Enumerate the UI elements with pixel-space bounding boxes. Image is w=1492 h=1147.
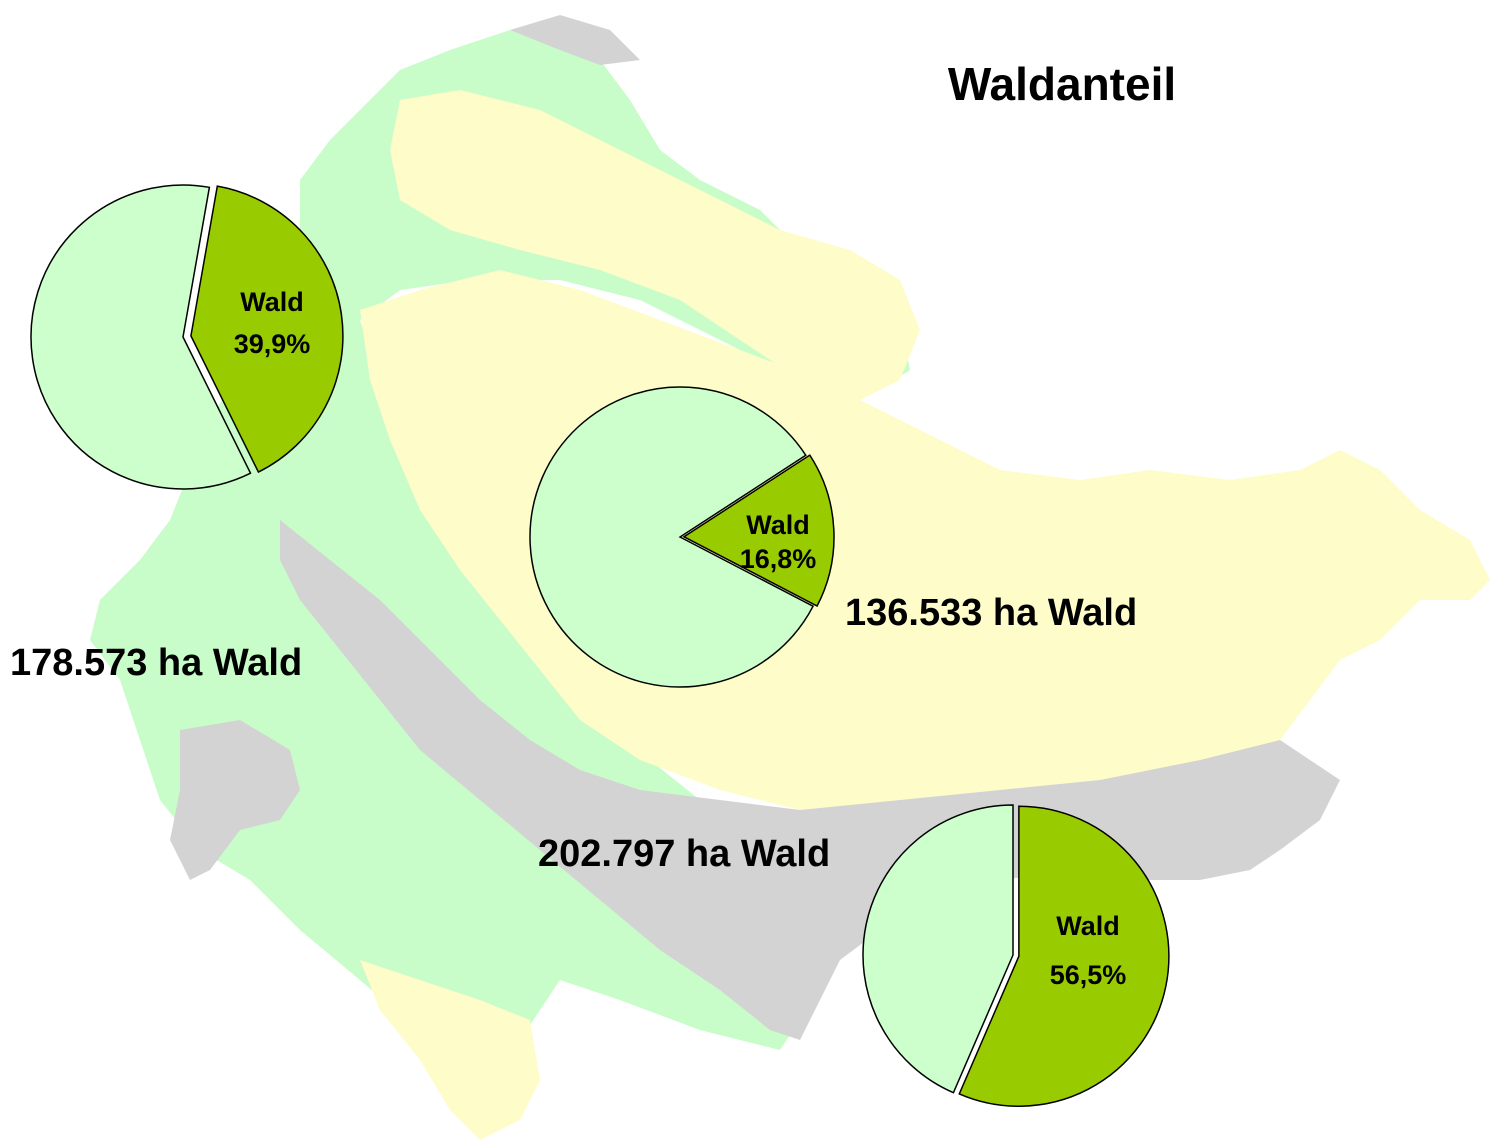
region-south-tail bbox=[360, 960, 540, 1140]
pie-label-percent: 16,8% bbox=[740, 544, 817, 574]
pie-slice-forest bbox=[958, 805, 1170, 1107]
pie-slice-forest bbox=[682, 454, 835, 608]
region-south bbox=[280, 520, 1340, 1040]
pie-label-wald: Wald bbox=[240, 287, 304, 317]
region-north-band bbox=[390, 90, 920, 400]
pie-label-percent: 39,9% bbox=[234, 329, 311, 359]
pie-slice-non-forest bbox=[862, 804, 1014, 1094]
area-label-central: 136.533 ha Wald bbox=[845, 592, 1137, 634]
forest-pies: Wald 39,9% Wald 16,8% Wald 56,5% bbox=[30, 184, 1170, 1107]
pie-label-wald: Wald bbox=[1056, 911, 1120, 941]
pie-label-wald: Wald bbox=[746, 510, 810, 540]
map-title: Waldanteil bbox=[948, 58, 1176, 110]
pie-slice-forest bbox=[190, 185, 344, 474]
area-label-south: 202.797 ha Wald bbox=[538, 833, 830, 875]
region-north-tip bbox=[510, 15, 640, 65]
pie-slice-non-forest bbox=[529, 386, 815, 688]
region-southwest-patch bbox=[170, 720, 300, 880]
pie-slice-non-forest bbox=[30, 184, 252, 490]
area-label-west: 178.573 ha Wald bbox=[10, 642, 302, 684]
pie-label-percent: 56,5% bbox=[1050, 960, 1127, 990]
